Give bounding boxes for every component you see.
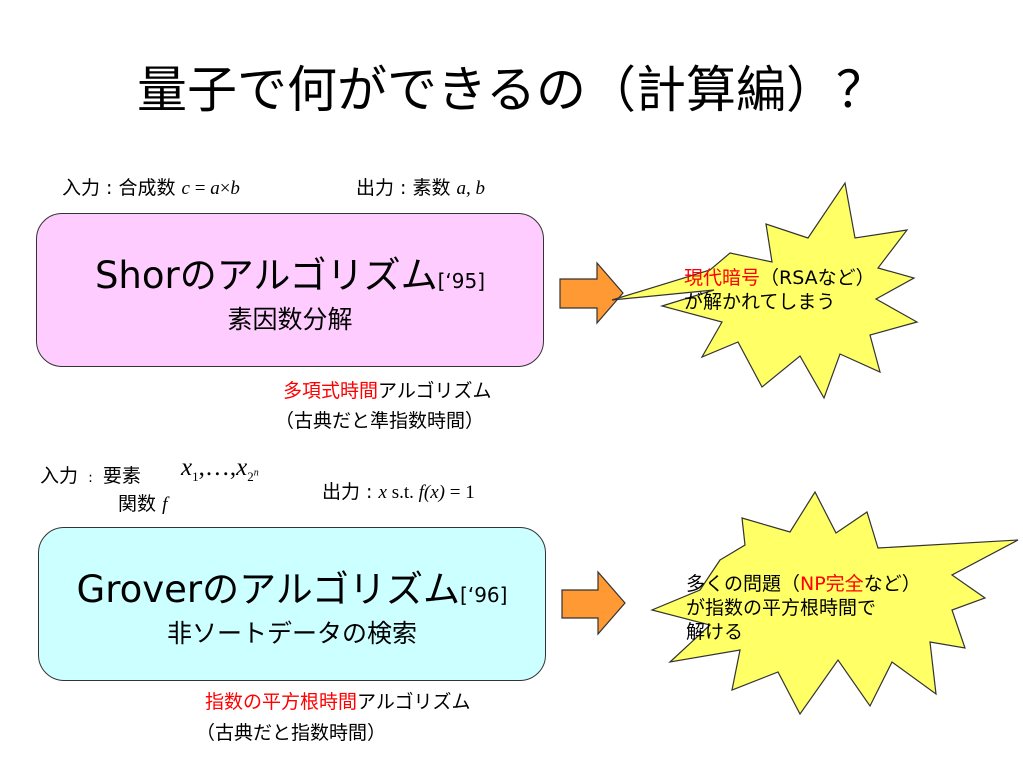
var-c: c (181, 178, 190, 199)
shor-output-expression: a, b (456, 178, 486, 199)
explosion-burst-icon (611, 181, 919, 400)
grover-output-label: 出力 : (322, 481, 373, 503)
shor-burst-line-2: が解かれてしまう (684, 291, 836, 313)
shor-burst-text: 現代暗号（RSAなど） が解かれてしまう (684, 266, 875, 314)
shor-problem: 素因数分解 (227, 305, 353, 334)
grover-elements-expression: x1,…,x2n (181, 454, 259, 485)
var-x: x (181, 454, 193, 481)
shor-reference-year: [‘95] (437, 269, 486, 293)
var-x: x (236, 454, 248, 481)
grover-elements-label: 要素 (102, 465, 141, 487)
such-that: s.t. (386, 482, 419, 503)
grover-function-label: 関数 (118, 493, 157, 515)
grover-burst-highlight: NP完全 (800, 573, 864, 595)
grover-burst-pre: 多くの問題（ (686, 573, 801, 595)
grover-output: 出力 : x s.t. f(x) = 1 (322, 480, 475, 505)
grover-function-expression: f (162, 494, 168, 515)
shor-output-label: 出力 : 素数 (356, 177, 451, 199)
grover-complexity: 指数の平方根時間アルゴリズム (205, 687, 470, 717)
equals-one: = 1 (445, 482, 475, 503)
ellipsis: ,…, (198, 454, 237, 481)
grover-burst-line-3: 解ける (686, 621, 744, 643)
subscript-2n: 2n (247, 467, 259, 484)
grover-burst-text: 多くの問題（NP完全など） が指数の平方根時間で 解ける (686, 572, 921, 644)
arrow-right-icon (561, 570, 626, 636)
grover-algorithm-name: Groverのアルゴリズム (76, 568, 461, 611)
grover-complexity-highlight: 指数の平方根時間 (205, 691, 358, 713)
shor-complexity-highlight: 多項式時間 (283, 380, 379, 402)
grover-classical-complexity: （古典だと指数時間） (196, 722, 387, 744)
slide-title: 量子で何ができるの（計算編）？ (137, 61, 886, 119)
shor-burst-rest: （RSAなど） (760, 267, 875, 289)
shor-input-expression: c = a×b (182, 178, 240, 199)
shor-complexity: 多項式時間アルゴリズム (283, 376, 491, 406)
equals-sign: = (189, 178, 211, 199)
shor-burst-line-1: 現代暗号（RSAなど） (684, 266, 875, 290)
grover-reference-year: [‘96] (460, 583, 508, 607)
grover-burst-line-1: 多くの問題（NP完全など） (686, 572, 921, 596)
grover-burst-post: など） (863, 573, 921, 595)
times-sign: × (219, 178, 231, 199)
shor-complexity-rest: アルゴリズム (378, 380, 492, 402)
shor-burst-highlight: 現代暗号 (684, 267, 761, 289)
shor-input-label: 入力 : 合成数 (62, 177, 176, 199)
shor-algorithm-name: Shorのアルゴリズム (94, 254, 438, 297)
grover-complexity-rest: アルゴリズム (357, 691, 471, 713)
arrow-right-icon (559, 261, 624, 325)
var-b: b (230, 178, 240, 199)
grover-input-label: 入力 (40, 465, 79, 487)
function-call: f(x) (418, 482, 445, 503)
grover-algorithm-box: Groverのアルゴリズム[‘96] 非ソートデータの検索 (38, 527, 546, 681)
shor-algorithm-box: Shorのアルゴリズム[‘95] 素因数分解 (36, 213, 544, 367)
grover-problem: 非ソートデータの検索 (166, 619, 417, 648)
subscript-1: 1 (192, 469, 199, 484)
grover-burst-line-2: が指数の平方根時間で (686, 597, 877, 619)
superscript-n: n (253, 467, 259, 479)
shor-input: 入力 : 合成数 c = a×b (62, 176, 240, 201)
var-a: a (210, 178, 220, 199)
grover-input-separator: : (88, 470, 93, 486)
shor-classical-complexity: （古典だと準指数時間） (275, 410, 485, 432)
subscript-2: 2 (247, 469, 254, 484)
var-x: x (378, 482, 387, 503)
shor-algorithm-name-line: Shorのアルゴリズム[‘95] (37, 254, 543, 303)
shor-output: 出力 : 素数 a, b (356, 176, 485, 201)
explosion-burst-icon (650, 490, 1019, 716)
grover-input: 入力 : 要素 (40, 464, 141, 490)
grover-algorithm-name-line: Groverのアルゴリズム[‘96] (39, 568, 545, 617)
grover-function: 関数 f (118, 492, 167, 517)
